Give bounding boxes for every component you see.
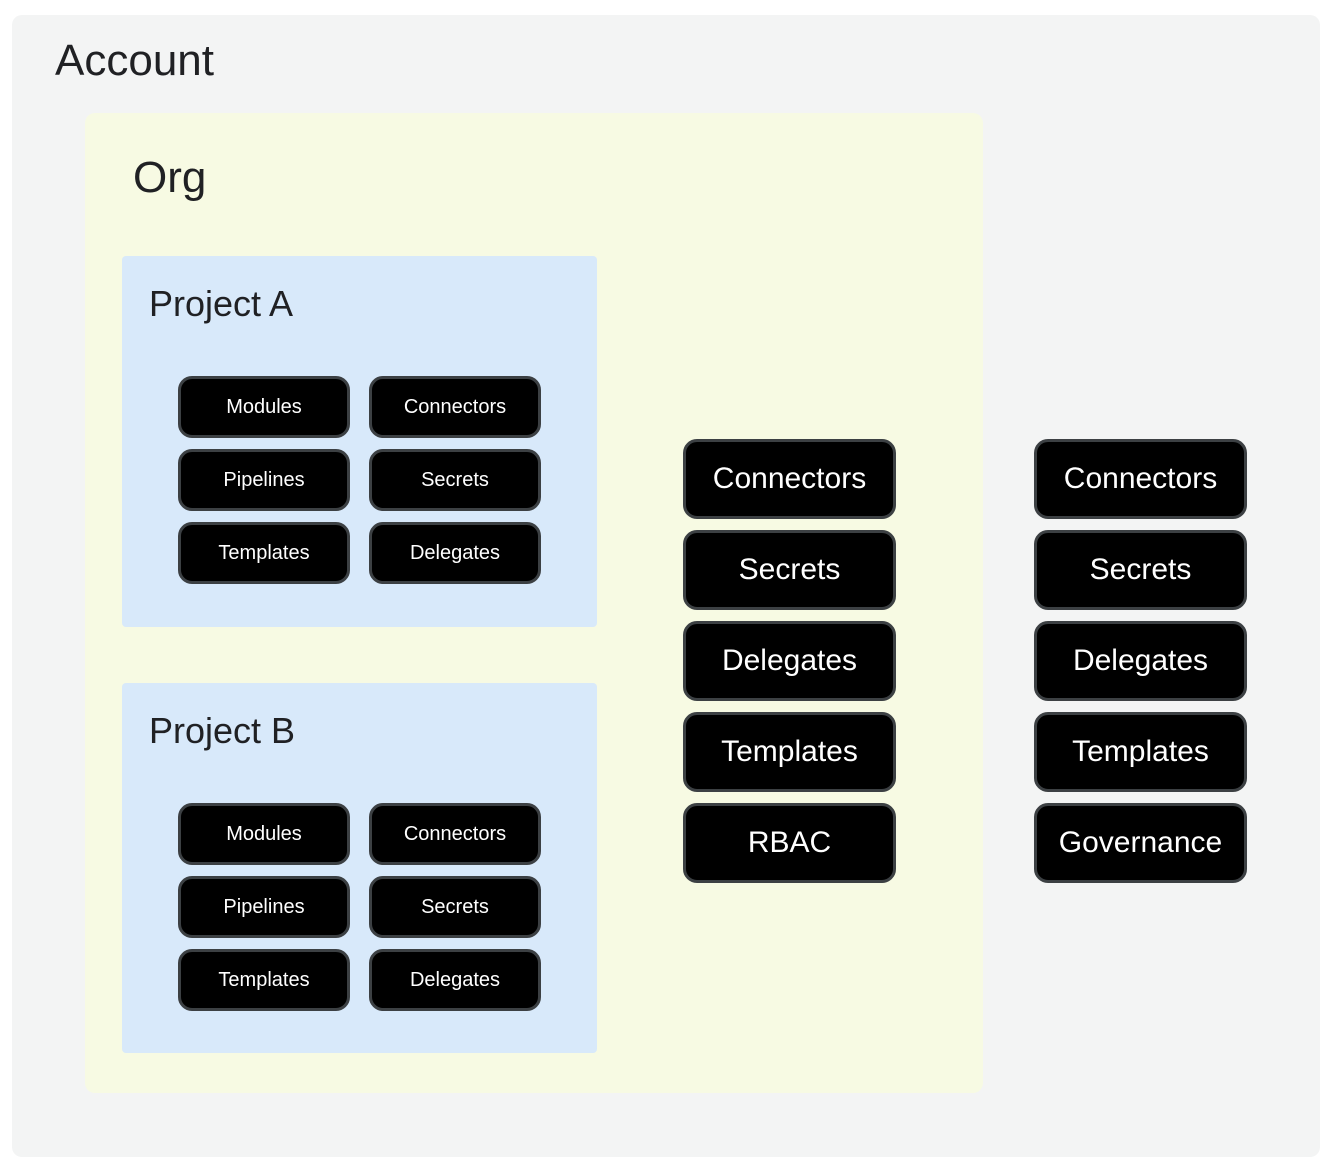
- project-b-label: Project B: [149, 710, 296, 751]
- project-b-resource-connectors: Connectors: [369, 803, 541, 865]
- org-label: Org: [133, 153, 207, 202]
- org-resource-delegates: Delegates: [683, 621, 896, 701]
- org-resource-secrets: Secrets: [683, 530, 896, 610]
- account-resource-delegates: Delegates: [1034, 621, 1247, 701]
- project-a-resource-modules: Modules: [178, 376, 350, 438]
- project-a-resource-pipelines: Pipelines: [178, 449, 350, 511]
- org-resource-rbac: RBAC: [683, 803, 896, 883]
- org-resource-templates: Templates: [683, 712, 896, 792]
- account-resource-secrets: Secrets: [1034, 530, 1247, 610]
- project-b-resource-secrets: Secrets: [369, 876, 541, 938]
- account-resource-connectors: Connectors: [1034, 439, 1247, 519]
- org-resource-connectors: Connectors: [683, 439, 896, 519]
- project-a-resource-delegates: Delegates: [369, 522, 541, 584]
- project-a-resource-connectors: Connectors: [369, 376, 541, 438]
- project-b-resource-templates: Templates: [178, 949, 350, 1011]
- account-resource-governance: Governance: [1034, 803, 1247, 883]
- project-b-resource-pipelines: Pipelines: [178, 876, 350, 938]
- project-a-resource-templates: Templates: [178, 522, 350, 584]
- account-resource-templates: Templates: [1034, 712, 1247, 792]
- project-b-resource-delegates: Delegates: [369, 949, 541, 1011]
- project-a-label: Project A: [149, 283, 294, 324]
- account-label: Account: [55, 36, 214, 85]
- project-b-resource-modules: Modules: [178, 803, 350, 865]
- project-a-resource-secrets: Secrets: [369, 449, 541, 511]
